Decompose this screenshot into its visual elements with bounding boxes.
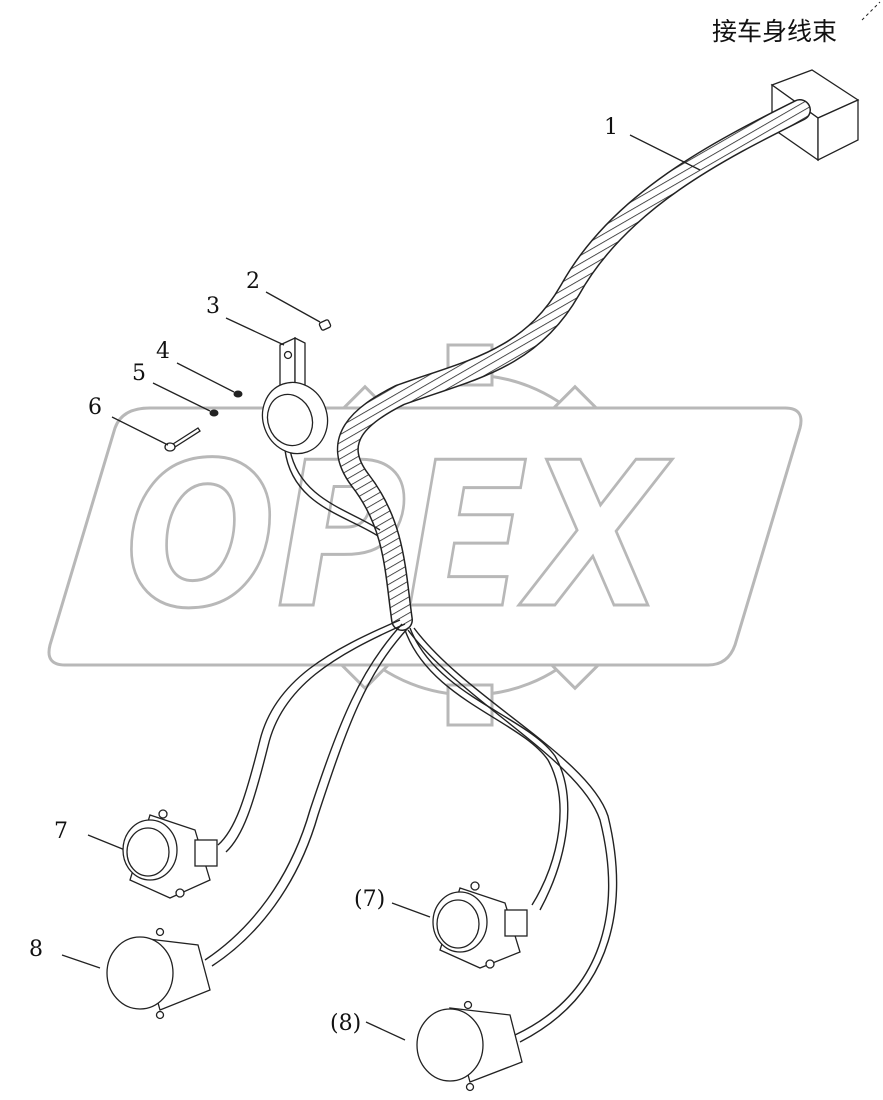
horn [261,381,329,455]
callout-3: 3 [206,294,220,319]
harness-trunk-hatch [338,100,810,630]
washer-5 [209,409,219,417]
callout-8-second: (8) [330,1011,361,1036]
watermark-logo: OPEX [47,343,803,727]
nut-2 [318,319,332,331]
lamp-7 [122,809,218,899]
lamp-8 [106,927,211,1020]
callout-2: 2 [246,269,260,294]
lamp-7-second [432,881,528,969]
callout-6: 6 [88,395,102,420]
branch-wires [204,619,618,1043]
title-leader-dash [861,1,881,21]
lamp-8-second [416,1000,523,1092]
leader-lines [61,134,701,1041]
callout-1: 1 [604,115,618,140]
callout-5: 5 [132,361,146,386]
callout-4: 4 [156,339,170,364]
horn-wire [289,449,381,531]
callout-8: 8 [29,937,43,962]
title-label: 接车身线束 [712,17,837,46]
washer-4 [233,390,243,398]
callout-7: 7 [54,819,68,844]
bolt-6 [164,427,201,452]
callout-7-second: (7) [354,887,385,912]
